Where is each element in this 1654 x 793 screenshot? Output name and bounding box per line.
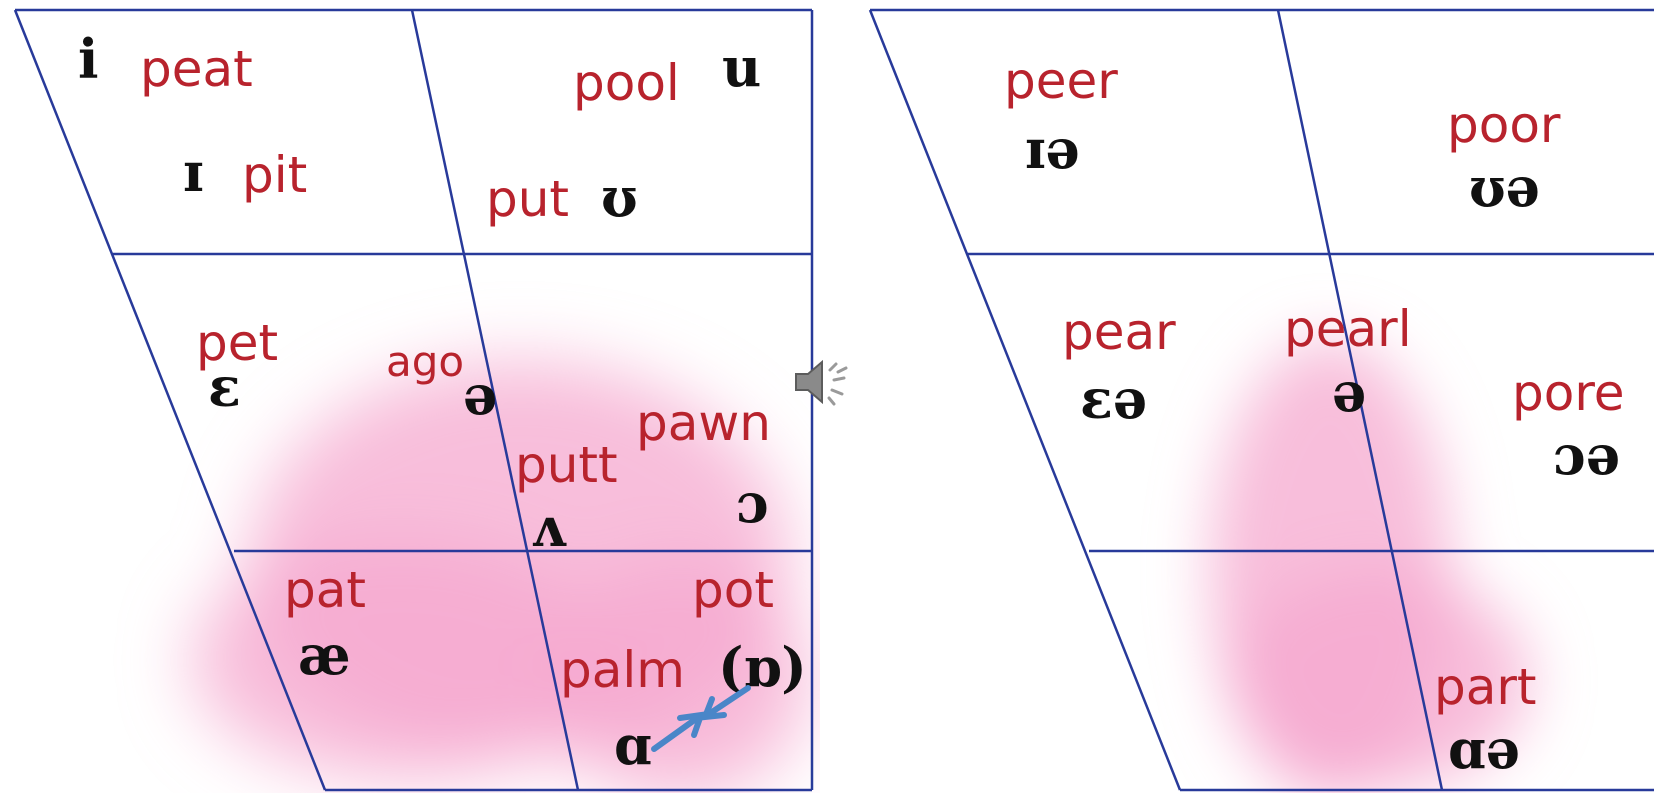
symbol-part: ɑə bbox=[1448, 717, 1521, 781]
word-peer: peer bbox=[1004, 52, 1118, 110]
symbol-pool: u bbox=[722, 35, 762, 99]
diphthong-vowel-chart: peer ɪə poor ʊə pear ɛə pearl ə pore ɔə … bbox=[860, 0, 1654, 793]
diphthong-highlight bbox=[1210, 340, 1530, 793]
symbol-pearl: ə bbox=[1332, 360, 1367, 424]
word-pit: pit bbox=[242, 146, 308, 204]
symbol-poor: ʊə bbox=[1469, 155, 1541, 219]
symbol-peer: ɪə bbox=[1025, 117, 1080, 181]
word-ago: ago bbox=[386, 337, 465, 386]
word-pool: pool bbox=[573, 54, 680, 112]
symbol-peat: i bbox=[78, 27, 99, 91]
word-poor: poor bbox=[1447, 96, 1561, 154]
word-pet: pet bbox=[196, 314, 279, 372]
symbol-ago: ə bbox=[463, 363, 498, 427]
word-pawn: pawn bbox=[636, 394, 771, 452]
word-put: put bbox=[486, 170, 570, 228]
symbol-pet: ɛ bbox=[208, 355, 241, 419]
word-pore: pore bbox=[1512, 364, 1625, 422]
word-pear: pear bbox=[1062, 303, 1176, 361]
word-pearl: pearl bbox=[1284, 300, 1412, 358]
symbol-palm: ɑ bbox=[614, 713, 652, 777]
word-pat: pat bbox=[284, 561, 366, 619]
symbol-pore: ɔə bbox=[1553, 423, 1621, 487]
word-putt: putt bbox=[515, 436, 618, 494]
word-pot: pot bbox=[692, 561, 774, 619]
symbol-pear: ɛə bbox=[1080, 367, 1148, 431]
symbol-pawn: ɔ bbox=[736, 471, 769, 535]
vowel-trapezoid-grid bbox=[13, 8, 814, 793]
word-part: part bbox=[1434, 658, 1537, 716]
symbol-put: ʊ bbox=[601, 165, 638, 229]
symbol-pot: (ɒ) bbox=[718, 635, 807, 699]
speaker-icon[interactable] bbox=[792, 354, 856, 410]
vowel-trapezoid-grid bbox=[868, 8, 1654, 793]
open-vowel-highlight bbox=[190, 360, 810, 793]
monophthong-vowel-chart: i peat ɪ pit pool u put ʊ pet ɛ ago ə pa… bbox=[0, 0, 820, 793]
word-palm: palm bbox=[560, 641, 685, 699]
symbol-pit: ɪ bbox=[183, 140, 204, 204]
symbol-putt: ʌ bbox=[531, 495, 566, 559]
word-peat: peat bbox=[140, 40, 253, 98]
symbol-pat: æ bbox=[298, 623, 351, 687]
